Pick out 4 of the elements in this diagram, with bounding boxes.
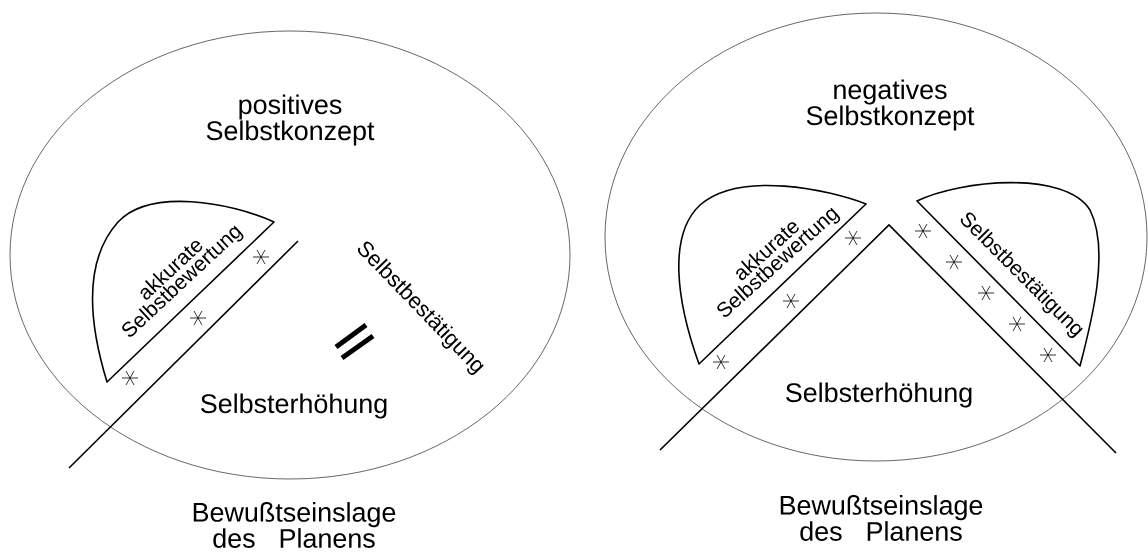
caption-text: Bewußtseinslage des Planens — [780, 495, 983, 541]
caption-text: Bewußtseinslage des Planens — [193, 502, 396, 548]
label-text: Selbsterhöhung — [786, 382, 972, 408]
label-text: Selbsterhöhung — [201, 393, 387, 419]
